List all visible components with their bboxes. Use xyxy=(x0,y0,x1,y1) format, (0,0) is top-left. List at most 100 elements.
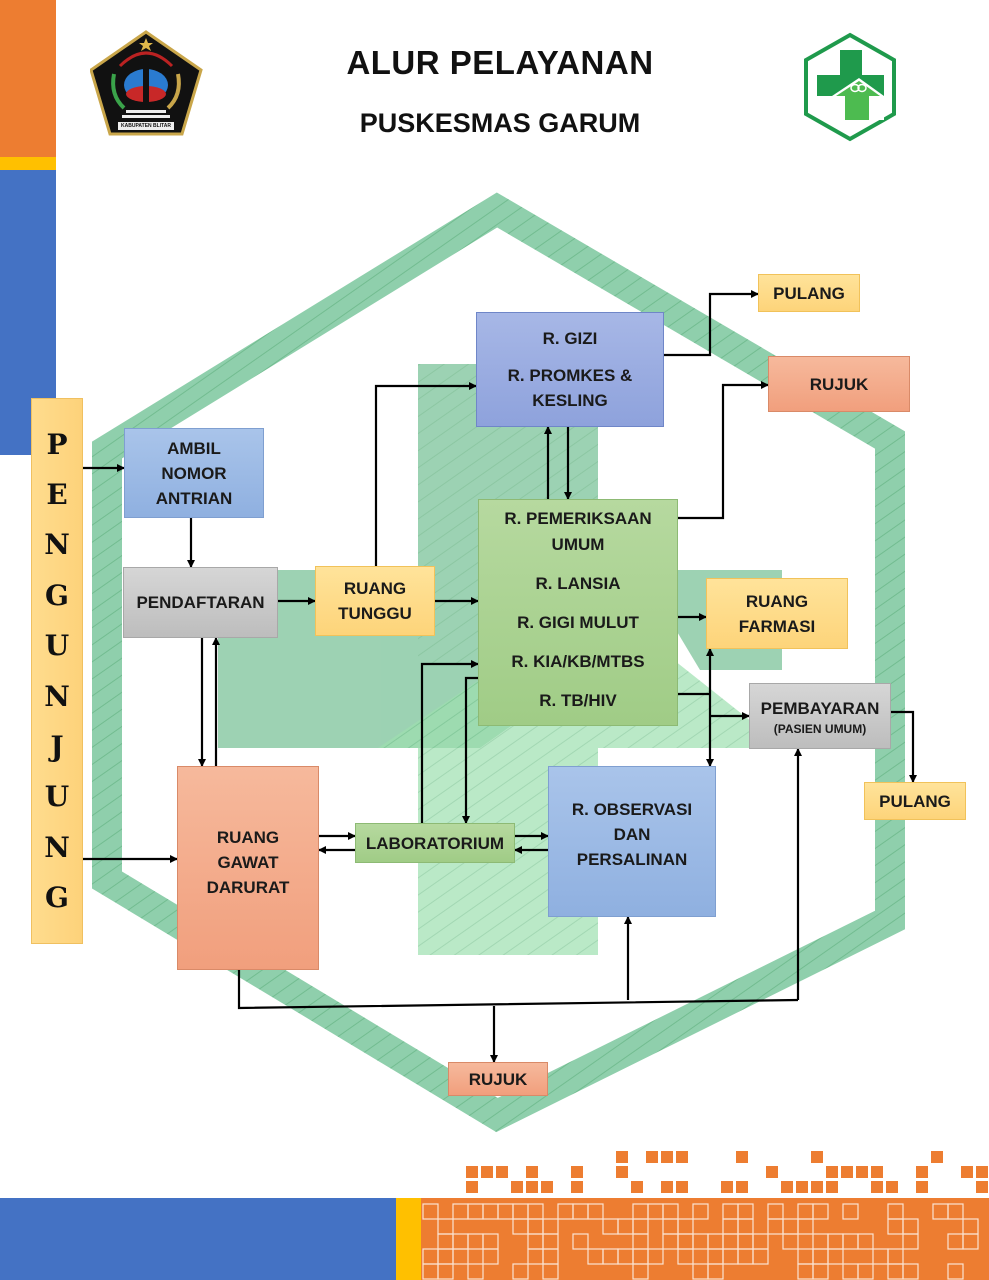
mosaic-tile xyxy=(466,1166,478,1178)
node-ambil-nomor-antrian[interactable]: AMBIL NOMOR ANTRIAN xyxy=(124,428,264,518)
mosaic-tile xyxy=(976,1181,988,1193)
connector-pembayaran-to-pulang xyxy=(891,710,917,783)
mosaic-outline xyxy=(527,1203,544,1220)
mosaic-outline xyxy=(467,1233,484,1250)
mosaic-outline xyxy=(887,1263,904,1280)
node-ruang-tunggu[interactable]: RUANG TUNGGU xyxy=(315,566,435,636)
node-label: FARMASI xyxy=(738,616,816,636)
mosaic-outline xyxy=(767,1203,784,1220)
mosaic-tile xyxy=(841,1166,853,1178)
page-subtitle: PUSKESMAS GARUM xyxy=(359,108,641,138)
mosaic-outline xyxy=(542,1233,559,1250)
mosaic-outline xyxy=(527,1233,544,1250)
mosaic-outline xyxy=(617,1248,634,1265)
node-label: RUJUK xyxy=(809,374,869,394)
mosaic-outline xyxy=(572,1203,589,1220)
mosaic-outline xyxy=(587,1203,604,1220)
mosaic-tile xyxy=(661,1181,673,1193)
mosaic-outline xyxy=(632,1218,649,1235)
node-label: PULANG xyxy=(879,791,951,811)
node-label: R. KIA/KB/MTBS xyxy=(511,652,645,671)
mosaic-outline xyxy=(797,1218,814,1235)
puskesmas-logo-icon xyxy=(802,32,898,142)
mosaic-tile xyxy=(736,1181,748,1193)
node-ruang-gawat-darurat[interactable]: RUANG GAWAT DARURAT xyxy=(177,766,319,970)
node-label: PENDAFTARAN xyxy=(136,593,265,612)
node-ruang-pemeriksaan[interactable]: R. PEMERIKSAAN UMUM R. LANSIA R. GIGI MU… xyxy=(478,499,678,726)
mosaic-outline xyxy=(947,1263,964,1280)
connector-pemeriksaan-to-lab xyxy=(462,676,478,824)
mosaic-tile xyxy=(796,1181,808,1193)
connector-gizi-to-pulang xyxy=(664,290,759,357)
mosaic-outline xyxy=(737,1248,754,1265)
mosaic-outline xyxy=(722,1233,739,1250)
mosaic-outline xyxy=(482,1203,499,1220)
mosaic-tile xyxy=(646,1151,658,1163)
mosaic-outline xyxy=(737,1203,754,1220)
mosaic-outline xyxy=(827,1233,844,1250)
mosaic-tile xyxy=(676,1151,688,1163)
mosaic-tile xyxy=(916,1166,928,1178)
mosaic-outline xyxy=(692,1233,709,1250)
mosaic-outline xyxy=(647,1203,664,1220)
node-label: PERSALINAN xyxy=(576,850,688,869)
mosaic-tile xyxy=(661,1151,673,1163)
mosaic-outline xyxy=(812,1233,829,1250)
visitor-letter: P xyxy=(46,427,68,461)
mosaic-tile xyxy=(766,1166,778,1178)
mosaic-outline xyxy=(692,1203,709,1220)
node-label: R. GIGI MULUT xyxy=(517,613,639,632)
node-label: NOMOR xyxy=(161,463,227,483)
node-label: R. PROMKES & xyxy=(507,366,633,385)
footer-bar-orange xyxy=(421,1198,989,1280)
mosaic-tile xyxy=(826,1181,838,1193)
mosaic-outline xyxy=(617,1218,634,1235)
mosaic-outline xyxy=(887,1248,904,1265)
mosaic-outline xyxy=(452,1233,469,1250)
mosaic-tile xyxy=(631,1181,643,1193)
node-pendaftaran[interactable]: PENDAFTARAN xyxy=(123,567,278,638)
mosaic-tile xyxy=(511,1181,523,1193)
mosaic-tile xyxy=(496,1166,508,1178)
mosaic-outline xyxy=(797,1263,814,1280)
mosaic-outline xyxy=(632,1233,649,1250)
mosaic-outline xyxy=(677,1218,694,1235)
node-rujuk-top[interactable]: RUJUK xyxy=(768,356,910,412)
mosaic-outline xyxy=(722,1203,739,1220)
mosaic-outline xyxy=(497,1203,514,1220)
mosaic-tile xyxy=(481,1166,493,1178)
node-laboratorium[interactable]: LABORATORIUM xyxy=(355,823,515,863)
node-gizi-promkes-kesling[interactable]: R. GIZI R. PROMKES & KESLING xyxy=(476,312,664,427)
decor-bar-orange xyxy=(0,0,56,157)
node-pulang-right[interactable]: PULANG xyxy=(864,782,966,820)
node-label: R. LANSIA xyxy=(535,574,621,593)
mosaic-outline xyxy=(602,1248,619,1265)
node-pulang-top[interactable]: PULANG xyxy=(758,274,860,312)
node-label: R. TB/HIV xyxy=(539,691,617,710)
mosaic-outline xyxy=(437,1248,454,1265)
visitor-letter: U xyxy=(44,629,70,663)
node-ruang-farmasi[interactable]: RUANG FARMASI xyxy=(706,578,848,649)
mosaic-tile xyxy=(616,1166,628,1178)
mosaic-outline xyxy=(812,1263,829,1280)
mosaic-tile xyxy=(526,1181,538,1193)
node-pembayaran[interactable]: PEMBAYARAN (PASIEN UMUM) xyxy=(749,683,891,749)
node-label: PULANG xyxy=(773,283,845,303)
mosaic-outline xyxy=(512,1203,529,1220)
mosaic-outline xyxy=(707,1263,724,1280)
mosaic-outline xyxy=(752,1248,769,1265)
mosaic-tile xyxy=(571,1166,583,1178)
mosaic-outline xyxy=(962,1233,979,1250)
visitor-letter: G xyxy=(45,881,69,915)
node-rujuk-bottom[interactable]: RUJUK xyxy=(448,1062,548,1096)
mosaic-tile xyxy=(811,1151,823,1163)
mosaic-outline xyxy=(602,1218,619,1235)
mosaic-tile xyxy=(736,1151,748,1163)
mosaic-outline xyxy=(422,1203,439,1220)
mosaic-outline xyxy=(962,1218,979,1235)
node-label: LABORATORIUM xyxy=(365,833,505,853)
node-observasi-persalinan[interactable]: R. OBSERVASI DAN PERSALINAN xyxy=(548,766,716,917)
mosaic-outline xyxy=(722,1218,739,1235)
mosaic-outline xyxy=(752,1233,769,1250)
